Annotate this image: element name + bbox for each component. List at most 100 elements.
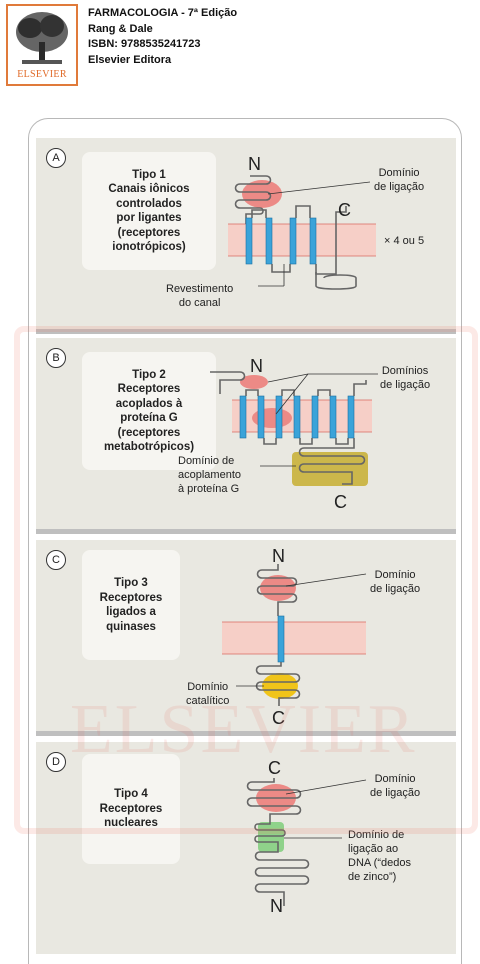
type-line: Tipo 2 (132, 368, 166, 381)
dna-binding-domain (258, 822, 284, 852)
binding-domain (240, 375, 268, 389)
type-line: proteína G (120, 412, 178, 424)
book-isbn: ISBN: 9788535241723 (88, 38, 201, 50)
intracellular-domain (255, 662, 301, 706)
cell-membrane (222, 622, 366, 654)
binding-domain-label: Domínio de ligação (370, 772, 420, 800)
label-line: à proteína G (178, 483, 240, 495)
pointer-line (285, 779, 367, 795)
binding-domains-label: Domínios de ligação (380, 364, 430, 392)
catalytic-domain (262, 673, 298, 699)
g-protein-coupling-domain (292, 452, 368, 486)
coupling-domain-label: Domínio de acoplamento à proteína G (178, 454, 241, 496)
c-terminus: C (338, 200, 351, 220)
panel-a: A Tipo 1 Canais iônicos controlados por … (36, 138, 456, 334)
label-line: de ligação (370, 583, 421, 595)
panel-d: D Tipo 4 Receptores nucleares C N Domíni… (36, 742, 456, 954)
book-title: FARMACOLOGIA - 7ª Edição (88, 7, 238, 19)
type-line: Receptores (117, 383, 181, 395)
label-line: Domínio (378, 167, 420, 179)
panel-b: B Tipo 2 Receptores acoplados à proteína… (36, 338, 456, 534)
label-line: Revestimento (166, 283, 234, 295)
type-line: Tipo 1 (132, 168, 166, 181)
pointer-line (285, 573, 367, 587)
type-line: metabotrópicos) (103, 441, 195, 453)
n-terminal-tail (210, 371, 246, 394)
receptor-type-box: Tipo 3 Receptores ligados a quinases (82, 550, 180, 660)
label-line: de ligação (374, 181, 425, 193)
transmembrane-helix (277, 615, 285, 663)
extracellular-domain (256, 564, 298, 616)
type-line: controlados (116, 197, 182, 210)
binding-domain-label: Domínio de ligação (370, 568, 420, 596)
label-line: ligação ao (348, 843, 399, 855)
n-terminus: N (272, 546, 285, 566)
nuclear-receptor-diagram (246, 778, 367, 906)
extracellular-loop (234, 175, 272, 224)
label-line: de ligação (370, 787, 421, 799)
panel-letter: B (46, 348, 66, 368)
elsevier-logo: ELSEVIER (6, 4, 78, 86)
receptor-chain (246, 778, 310, 906)
label-line: acoplamento (178, 469, 241, 481)
logo-wordmark: ELSEVIER (17, 69, 67, 80)
c-terminus: C (272, 708, 285, 728)
book-info: FARMACOLOGIA - 7ª Edição Rang & Dale ISB… (88, 6, 237, 68)
seven-transmembrane-helices (239, 395, 355, 439)
receptor-type-box: Tipo 2 Receptores acoplados à proteína G… (82, 352, 216, 470)
type-line: Tipo 3 (114, 577, 148, 589)
transmembrane-helices (245, 217, 317, 265)
book-publisher: Elsevier Editora (88, 53, 172, 66)
receptor-type-box: Tipo 1 Canais iônicos controlados por li… (82, 152, 216, 270)
label-line: Domínio (374, 773, 416, 785)
c-terminus: C (334, 492, 347, 512)
binding-domain-label: Domínio de ligação (374, 166, 424, 194)
book-authors: Rang & Dale (88, 22, 153, 35)
pointer-line (275, 373, 309, 415)
type-line: quinases (106, 620, 156, 633)
type-line: acoplados à (115, 397, 183, 410)
channel-lining-label: Revestimento do canal (166, 282, 233, 310)
label-line: de zinco”) (348, 871, 397, 883)
panel-letter: C (46, 550, 66, 570)
n-terminus: N (248, 154, 261, 174)
type-line: Tipo 4 (114, 788, 148, 801)
helix-loops (245, 380, 367, 445)
type-line: nucleares (104, 817, 158, 830)
type-line: Receptores (99, 591, 163, 604)
kinase-receptor-diagram (222, 564, 367, 706)
catalytic-domain-label: Domínio catalítico (186, 680, 229, 708)
n-terminus: N (270, 896, 283, 916)
gpcr-diagram (210, 371, 378, 486)
dna-binding-domain-label: Domínio de ligação ao DNA (“dedos de zin… (348, 828, 411, 884)
tree-icon (16, 12, 68, 64)
panel-c: C Tipo 3 Receptores ligados a quinases N… (36, 540, 456, 736)
receptor-type-box: Tipo 4 Receptores nucleares (82, 754, 180, 864)
label-line: do canal (178, 297, 221, 309)
figure-frame (28, 118, 462, 964)
label-line: Domínio (374, 569, 416, 581)
n-terminus: N (250, 356, 263, 376)
intracellular-loop (315, 272, 357, 290)
intracellular-loop (298, 438, 366, 485)
type-line: (receptores (117, 226, 181, 239)
type-line: (receptores (117, 426, 181, 439)
label-line: Domínios (381, 365, 429, 377)
book-header: ELSEVIER FARMACOLOGIA - 7ª Edição Rang &… (6, 4, 476, 90)
label-line: de ligação (380, 379, 431, 391)
label-line: Domínio (187, 681, 229, 693)
binding-domain (260, 575, 296, 601)
panel-letter: D (46, 752, 66, 772)
panel-letter: A (46, 148, 66, 168)
type-line: Receptores (99, 802, 163, 815)
binding-domain (242, 180, 282, 208)
type-line: Canais iônicos (108, 183, 190, 195)
type-line: por ligantes (116, 212, 182, 224)
subunit-multiplier-label: × 4 ou 5 (384, 235, 425, 247)
label-line: catalítico (186, 695, 230, 707)
ion-channel-diagram (228, 175, 376, 290)
cell-membrane (228, 224, 376, 256)
channel-loops (251, 205, 347, 275)
label-line: Domínio de (178, 455, 235, 467)
c-terminus: C (268, 758, 281, 778)
